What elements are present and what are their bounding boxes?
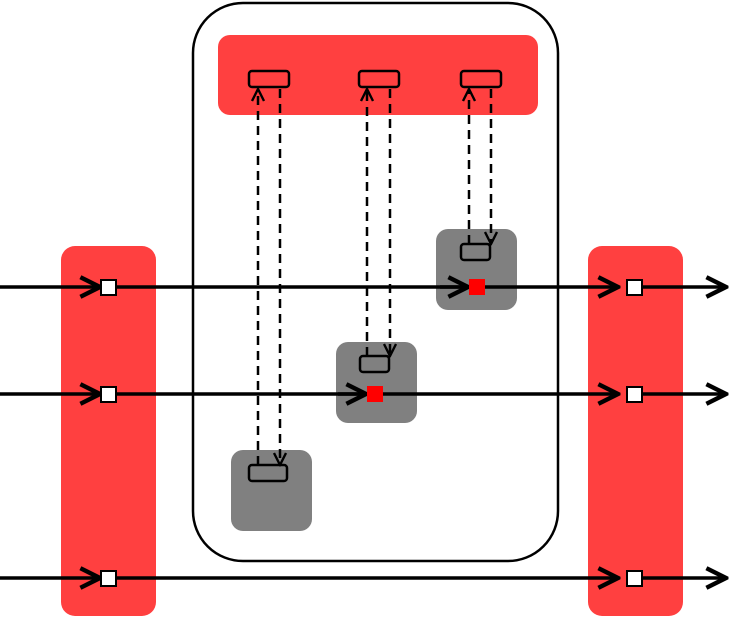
active-port-middle <box>367 386 383 402</box>
top-port-2 <box>357 69 401 89</box>
right-port-2 <box>626 386 643 403</box>
right-port-3 <box>626 570 643 587</box>
top-port-1 <box>247 69 291 89</box>
left-port-2 <box>100 386 117 403</box>
gray-block-lower <box>231 450 312 531</box>
left-port-3 <box>100 570 117 587</box>
central-container <box>191 1 560 563</box>
active-port-upper <box>469 279 485 295</box>
gray-block-lower-port <box>247 463 289 483</box>
gray-block-upper <box>436 229 517 310</box>
gray-block-upper-port <box>459 242 492 262</box>
right-port-1 <box>626 279 643 296</box>
left-red-bar <box>61 246 156 616</box>
left-port-1 <box>100 279 117 296</box>
gray-block-middle-port <box>358 354 391 374</box>
top-port-3 <box>459 69 503 89</box>
right-red-bar <box>588 246 683 616</box>
gray-block-middle <box>336 342 417 423</box>
